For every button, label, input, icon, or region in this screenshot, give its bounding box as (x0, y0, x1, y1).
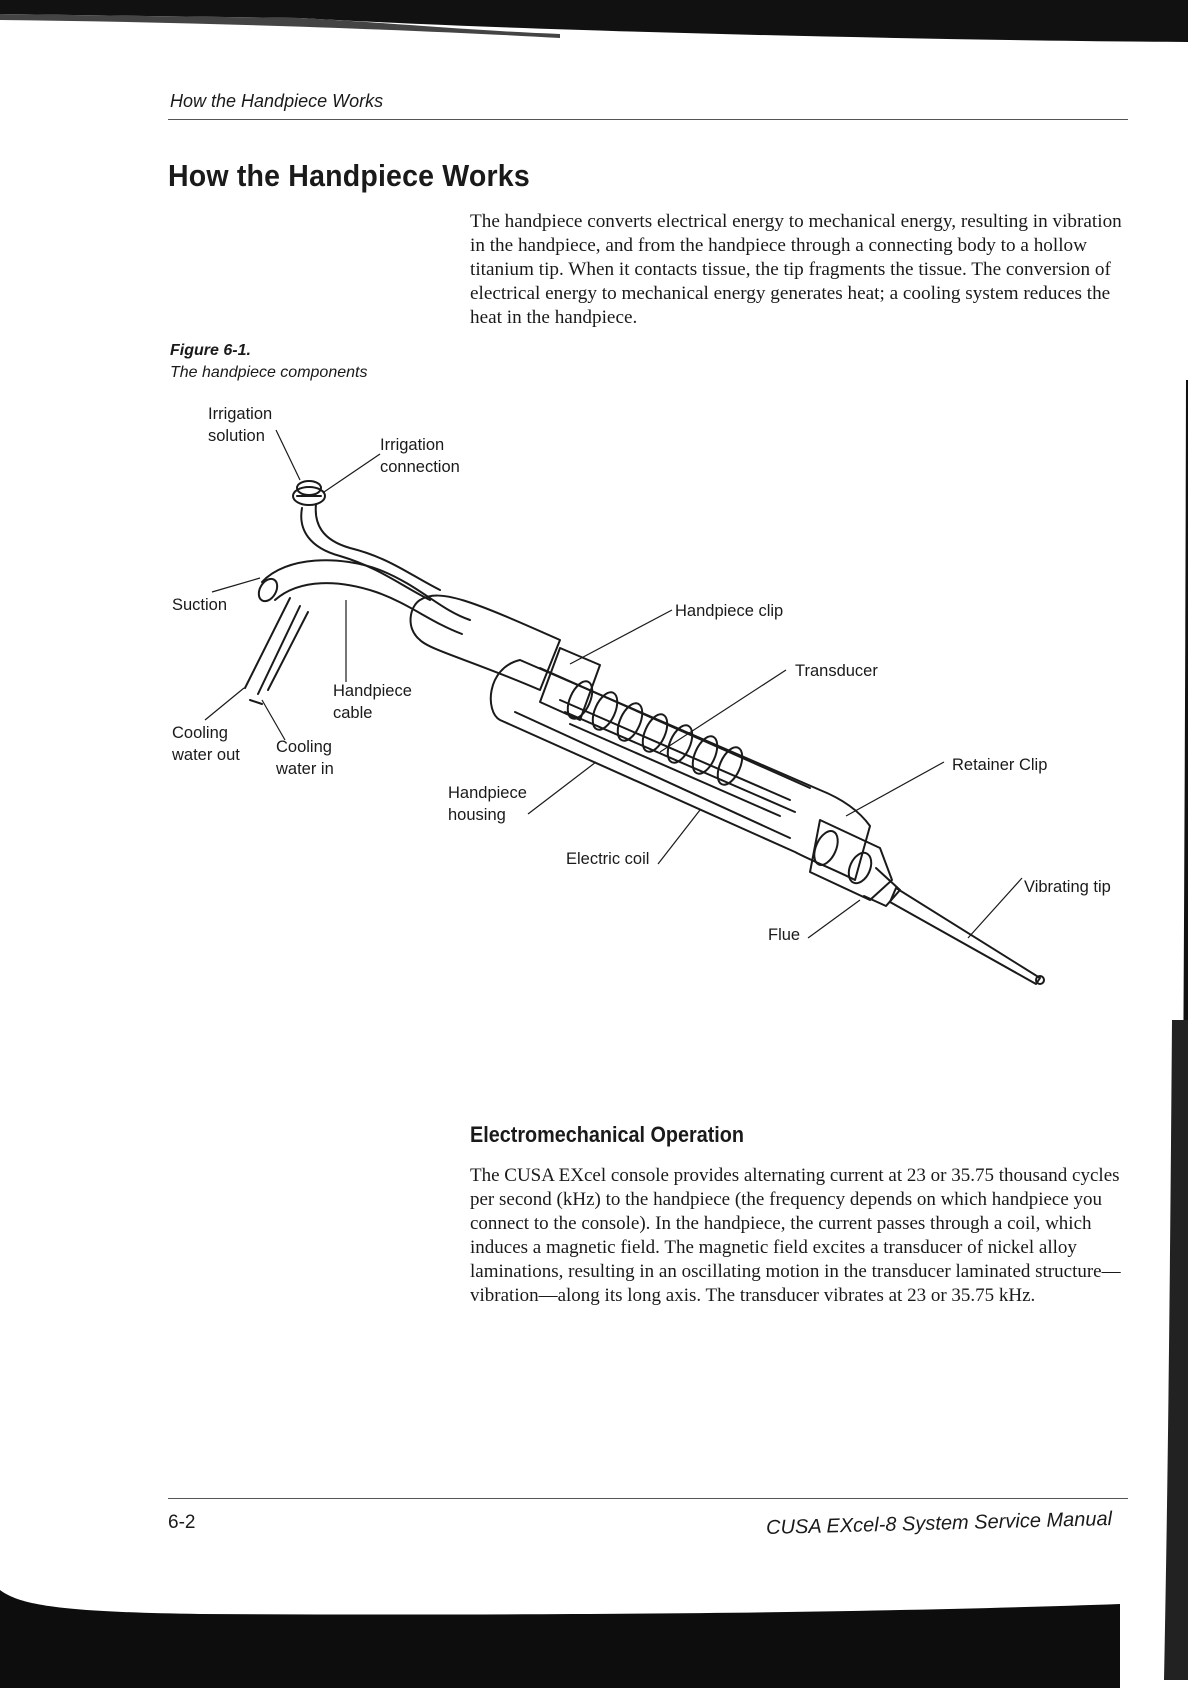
label-handpiece-cable-1: Handpiece (333, 682, 412, 700)
page-number: 6-2 (168, 1512, 196, 1533)
handpiece-diagram: Irrigation solution Irrigation connectio… (171, 405, 1111, 985)
electric-coil-drawing (566, 680, 744, 786)
label-irrigation-solution-1: Irrigation (208, 405, 272, 423)
label-flue: Flue (768, 926, 800, 944)
label-irrigation-connection-2: connection (380, 458, 460, 476)
scan-shadow-right (1164, 380, 1188, 1680)
label-cooling-water-out-1: Cooling (172, 724, 228, 742)
footer-rule (168, 1498, 1128, 1499)
irrigation-connector (292, 486, 326, 506)
label-irrigation-connection-1: Irrigation (380, 436, 444, 454)
running-head: How the Handpiece Works (170, 91, 384, 111)
scan-shadow-bottom (0, 1590, 1120, 1688)
handpiece-housing (489, 659, 871, 881)
label-cooling-water-out-2: water out (171, 746, 240, 764)
label-handpiece-housing-1: Handpiece (448, 784, 527, 802)
section-heading: Electromechanical Operation (470, 1122, 744, 1147)
label-handpiece-cable-2: cable (333, 704, 372, 722)
transducer-drawing (559, 699, 796, 817)
label-retainer-clip: Retainer Clip (952, 756, 1047, 774)
intro-paragraph: The handpiece converts electrical energy… (470, 211, 1122, 328)
scan-shadow-top (0, 0, 1188, 42)
cable-sleeve (409, 594, 561, 691)
irrigation-tube (300, 507, 431, 601)
page-title: How the Handpiece Works (168, 158, 530, 193)
label-suction: Suction (172, 596, 227, 614)
handpiece-clip (539, 647, 601, 721)
figure-caption-text: The handpiece components (170, 364, 368, 381)
label-irrigation-solution-2: solution (208, 427, 265, 445)
label-cooling-water-in-2: water in (275, 760, 334, 778)
figure-caption: Figure 6-1. The handpiece components (170, 340, 367, 384)
header-rule (168, 119, 1128, 120)
figure-number: Figure 6-1. (170, 342, 251, 359)
label-transducer: Transducer (795, 662, 878, 680)
label-vibrating-tip: Vibrating tip (1024, 878, 1111, 896)
label-handpiece-clip: Handpiece clip (675, 602, 783, 620)
section-body: The CUSA EXcel console provides alternat… (470, 1165, 1121, 1306)
suction-tube (261, 559, 471, 621)
manual-title: CUSA EXcel-8 System Service Manual (765, 1508, 1113, 1540)
label-handpiece-housing-2: housing (448, 806, 506, 824)
vibrating-tip (889, 887, 1041, 985)
retainer-assembly (809, 819, 893, 901)
label-electric-coil: Electric coil (566, 850, 649, 868)
cooling-tube (244, 597, 291, 689)
label-cooling-water-in-1: Cooling (276, 738, 332, 756)
